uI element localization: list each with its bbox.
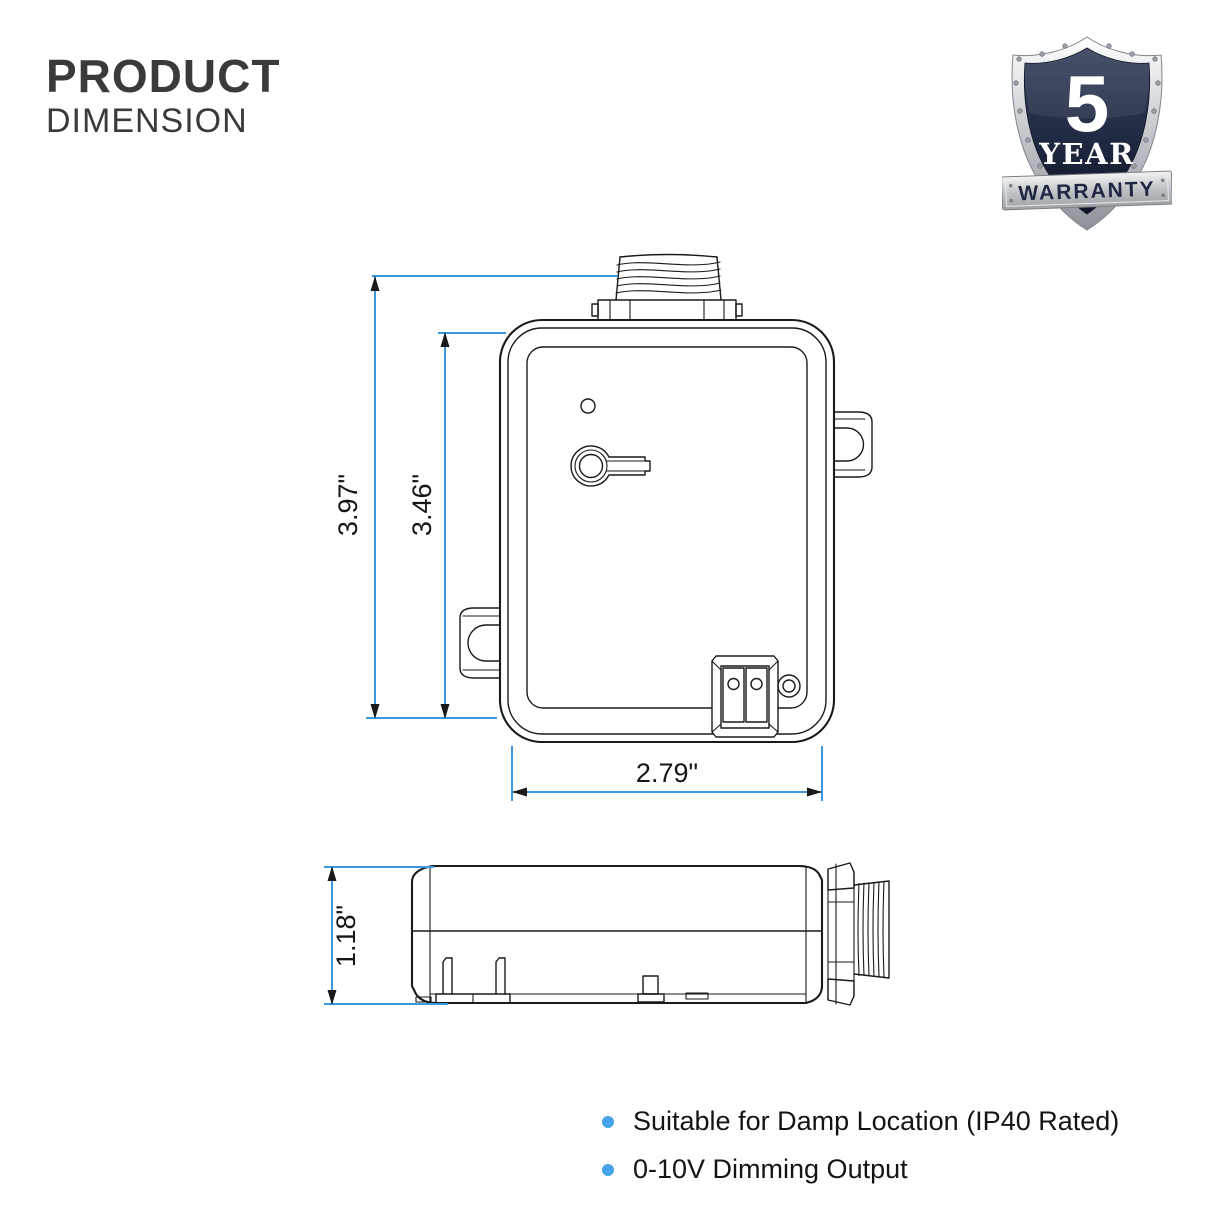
keyhole-mounting-slot — [570, 445, 651, 487]
shield-gloss — [1024, 48, 1150, 119]
warranty-banner-label: WARRANTY — [1018, 178, 1156, 206]
dimension-side-height: 1.18" — [324, 866, 448, 1005]
right-mounting-tab — [833, 411, 873, 478]
feature-list: Suitable for Damp Location (IP40 Rated) … — [602, 1106, 1119, 1202]
front-enclosure-body — [498, 318, 836, 744]
terminal-block — [711, 655, 779, 738]
dim-front-body-height-label: 3.46" — [407, 474, 437, 536]
side-view-clips — [415, 957, 709, 1004]
bullet-icon — [602, 1115, 614, 1128]
page-title-line1: PRODUCT — [46, 50, 281, 102]
side-view-drawing — [410, 862, 890, 1006]
side-view-lock-ring — [827, 862, 855, 1006]
dimension-front-body-height: 3.46" — [407, 332, 506, 719]
side-view-threads — [853, 880, 890, 979]
feature-text: 0-10V Dimming Output — [633, 1154, 908, 1184]
front-view-drawing — [459, 253, 873, 744]
screw-hole — [777, 674, 801, 698]
dimension-front-width: 2.79" — [511, 746, 823, 801]
feature-text: Suitable for Damp Location (IP40 Rated) — [633, 1106, 1120, 1136]
dim-front-total-height-label: 3.97" — [333, 474, 363, 536]
page-title-line2: DIMENSION — [46, 102, 248, 141]
dimension-front-total-height: 3.97" — [333, 275, 618, 719]
warranty-shield-icon: 5 YEAR WARRANTY — [1002, 36, 1172, 231]
warranty-banner: WARRANTY — [1002, 170, 1172, 211]
front-threaded-connector — [591, 253, 743, 321]
feature-item-damp-location: Suitable for Damp Location (IP40 Rated) — [602, 1106, 1119, 1137]
led-indicator-hole — [580, 398, 596, 414]
bullet-icon — [602, 1163, 614, 1176]
dim-side-height-label: 1.18" — [331, 905, 361, 967]
warranty-years: 5 — [1065, 59, 1110, 148]
feature-item-dimming-output: 0-10V Dimming Output — [602, 1154, 1119, 1185]
dim-front-width-label: 2.79" — [636, 758, 698, 788]
warranty-year-label: YEAR — [1038, 137, 1134, 171]
page-title: PRODUCT DIMENSION — [46, 52, 280, 140]
left-mounting-tab — [459, 607, 501, 679]
